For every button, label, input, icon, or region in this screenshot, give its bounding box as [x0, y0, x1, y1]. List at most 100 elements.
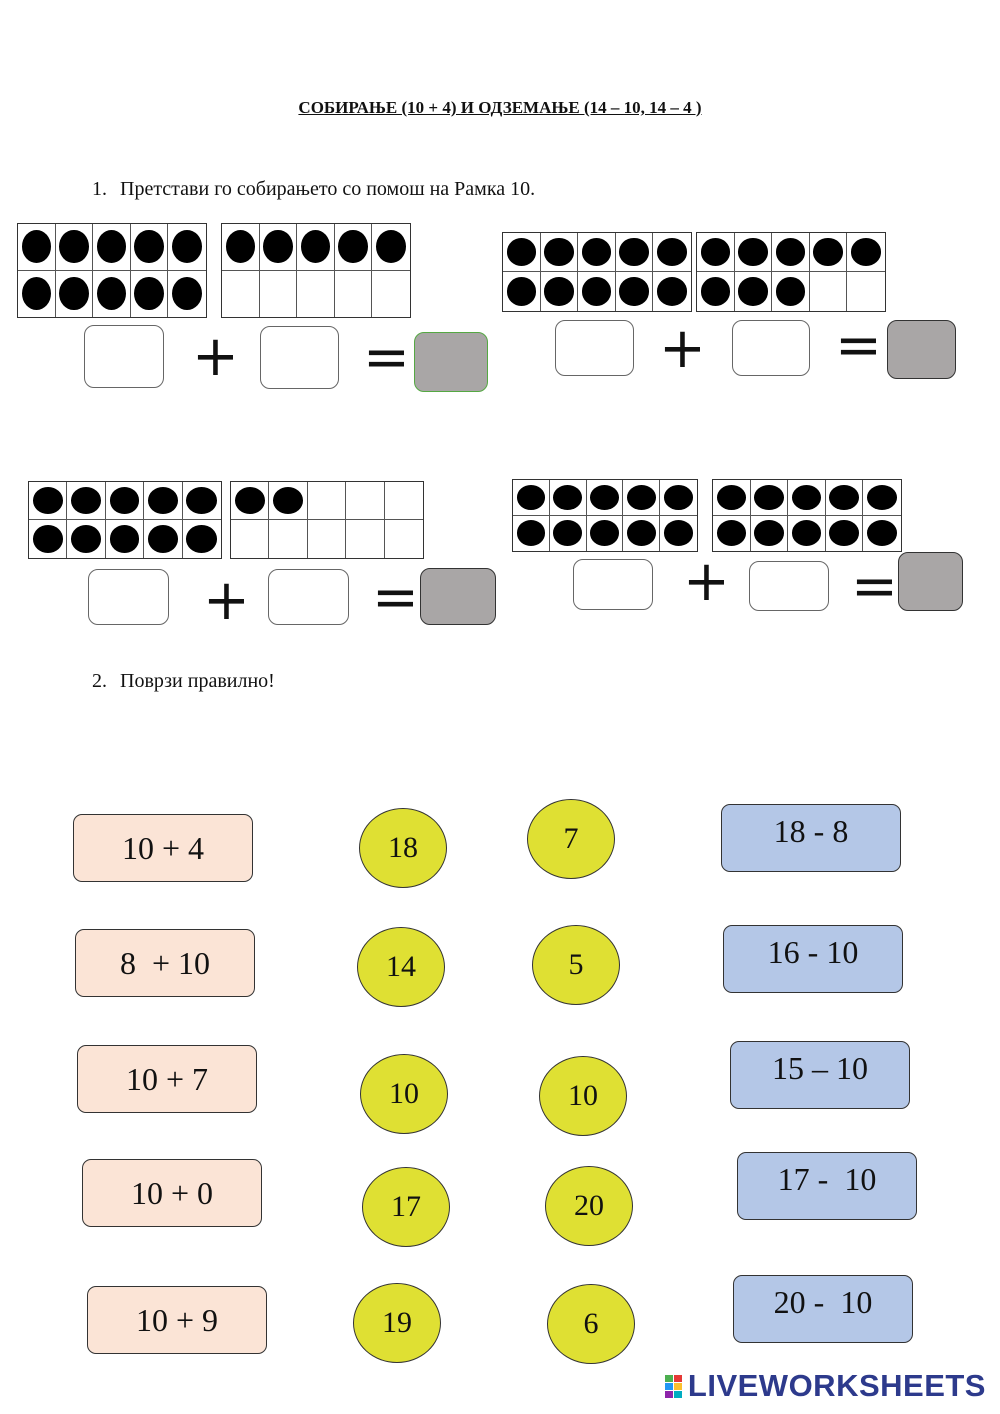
ten-frame-cell: [18, 270, 56, 317]
subtraction-card[interactable]: 18 - 8: [721, 804, 901, 872]
eq2-equals-sign: =: [835, 313, 882, 378]
ten-frame-cell: [372, 224, 410, 271]
ten-frame-cell: [616, 272, 654, 311]
ten-frame-2-right: [696, 232, 886, 312]
ten-frame-cell: [222, 270, 260, 317]
ten-frame-cell: [578, 272, 616, 311]
counter-dot: [506, 238, 536, 266]
answer-circle[interactable]: 7: [527, 799, 615, 879]
counter-dot: [71, 525, 102, 553]
counter-dot: [867, 520, 898, 547]
addition-card[interactable]: 10 + 0: [82, 1159, 262, 1227]
ten-frame-cell: [578, 233, 616, 272]
eq3-plus-sign: +: [203, 568, 250, 633]
ten-frame-cell: [713, 480, 751, 516]
counter-dot: [754, 484, 784, 510]
eq4-addend-1-box[interactable]: [573, 559, 653, 610]
addition-card[interactable]: 10 + 7: [77, 1045, 257, 1113]
eq1-addend-1-box[interactable]: [84, 325, 164, 388]
counter-dot: [544, 277, 574, 306]
counter-dot: [851, 238, 882, 266]
addition-card[interactable]: 10 + 4: [73, 814, 253, 882]
ten-frame-cell: [346, 482, 385, 520]
ten-frame-cell: [863, 516, 901, 552]
ten-frame-cell: [231, 482, 270, 520]
ten-frame-cell: [346, 520, 385, 558]
eq3-addend-1-box[interactable]: [88, 569, 169, 625]
answer-circle[interactable]: 10: [539, 1056, 627, 1136]
counter-dot: [716, 484, 746, 510]
counter-dot: [21, 230, 51, 264]
counter-dot: [544, 238, 574, 266]
ten-frame-cell: [660, 480, 697, 516]
ten-frame-cell: [540, 233, 579, 272]
answer-circle[interactable]: 6: [547, 1284, 635, 1364]
counter-dot: [590, 520, 619, 547]
counter-dot: [186, 487, 218, 514]
ten-frame-2-left: [502, 232, 692, 312]
ten-frame-cell: [335, 270, 373, 317]
ten-frame-1-right: [221, 223, 411, 318]
subtraction-card[interactable]: 16 - 10: [723, 925, 903, 993]
counter-dot: [775, 277, 806, 306]
counter-dot: [109, 525, 140, 553]
eq4-result-box[interactable]: [898, 552, 963, 611]
task-2-text: Поврзи правилно!: [120, 670, 275, 692]
addition-card[interactable]: 10 + 9: [87, 1286, 267, 1354]
ten-frame-cell: [168, 271, 206, 318]
answer-circle[interactable]: 19: [353, 1283, 441, 1363]
ten-frame-4-right: [712, 479, 902, 552]
ten-frame-cell: [372, 271, 410, 318]
eq2-addend-2-box[interactable]: [732, 320, 810, 376]
ten-frame-cell: [106, 520, 145, 558]
subtraction-card[interactable]: 15 – 10: [730, 1041, 910, 1109]
ten-frame-cell: [144, 482, 183, 520]
addition-card[interactable]: 8 + 10: [75, 929, 255, 997]
ten-frame-cell: [56, 270, 94, 317]
counter-dot: [626, 520, 656, 547]
eq1-addend-2-box[interactable]: [260, 326, 339, 389]
ten-frame-cell: [55, 224, 94, 271]
counter-dot: [581, 238, 612, 266]
ten-frame-4-left: [512, 479, 698, 552]
ten-frame-1-left: [17, 223, 207, 318]
eq2-addend-1-box[interactable]: [555, 320, 634, 376]
counter-dot: [96, 230, 127, 264]
ten-frame-cell: [772, 272, 810, 311]
ten-frame-cell: [660, 516, 697, 552]
eq3-addend-2-box[interactable]: [268, 569, 349, 625]
eq1-result-box[interactable]: [414, 332, 488, 392]
ten-frame-cell: [307, 482, 347, 520]
answer-circle[interactable]: 18: [359, 808, 447, 888]
counter-dot: [829, 520, 859, 547]
subtraction-card[interactable]: 17 - 10: [737, 1152, 917, 1220]
ten-frame-cell: [259, 224, 298, 271]
counter-dot: [791, 520, 822, 547]
eq3-result-box[interactable]: [420, 568, 496, 625]
ten-frame-cell: [734, 233, 773, 272]
ten-frame-cell: [809, 233, 848, 272]
counter-dot: [516, 484, 546, 510]
ten-frame-cell: [653, 233, 691, 272]
eq3-equals-sign: =: [372, 565, 419, 630]
answer-circle[interactable]: 20: [545, 1166, 633, 1246]
ten-frame-cell: [222, 224, 260, 271]
counter-dot: [32, 525, 63, 553]
answer-circle[interactable]: 5: [532, 925, 620, 1005]
counter-dot: [716, 520, 746, 547]
eq2-result-box[interactable]: [887, 320, 956, 379]
counter-dot: [147, 487, 178, 514]
ten-frame-cell: [863, 480, 901, 516]
answer-circle[interactable]: 10: [360, 1054, 448, 1134]
answer-circle[interactable]: 14: [357, 927, 445, 1007]
ten-frame-cell: [735, 272, 773, 311]
answer-circle[interactable]: 17: [362, 1167, 450, 1247]
counter-dot: [300, 230, 331, 264]
page-title: СОБИРАЊЕ (10 + 4) И ОДЗЕМАЊЕ (14 – 10, 1…: [298, 98, 702, 117]
ten-frame-cell: [18, 224, 56, 271]
ten-frame-cell: [384, 482, 423, 520]
eq4-addend-2-box[interactable]: [749, 561, 829, 611]
subtraction-card[interactable]: 20 - 10: [733, 1275, 913, 1343]
ten-frame-cell: [587, 515, 624, 551]
ten-frame-cell: [182, 482, 221, 520]
